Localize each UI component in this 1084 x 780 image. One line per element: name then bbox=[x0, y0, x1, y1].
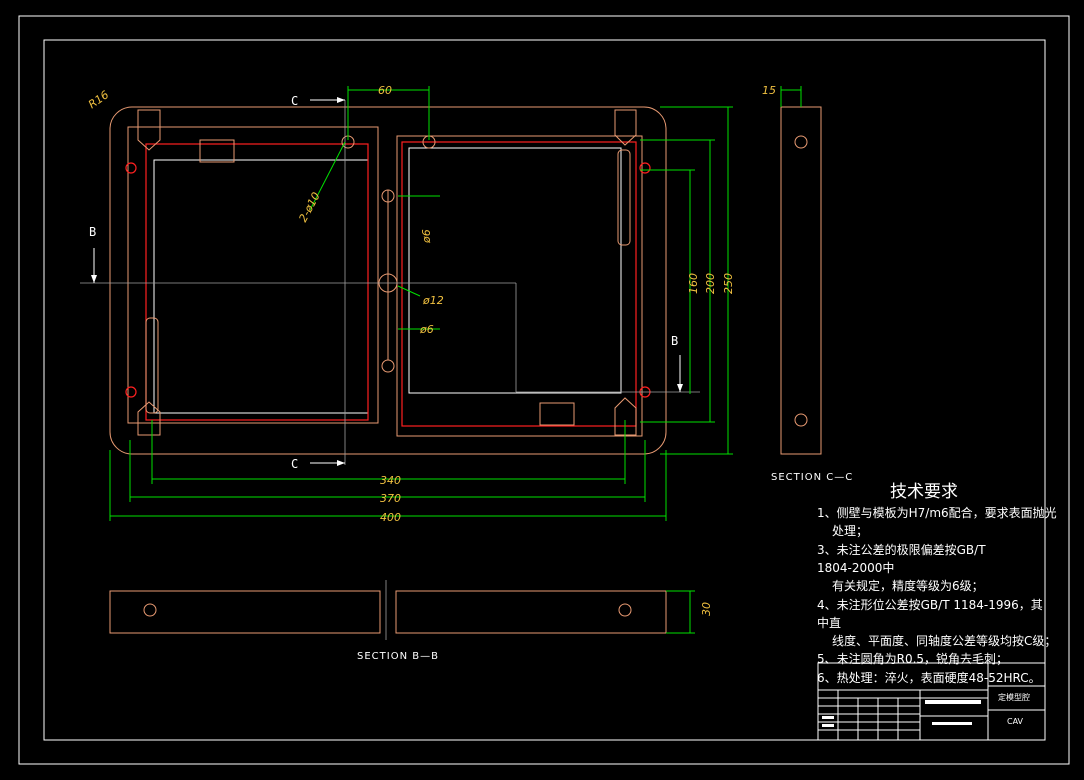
tech-req-line-1: 1、侧壁与模板为H7/m6配合，要求表面抛光 bbox=[817, 505, 1057, 520]
section-b-right: B bbox=[671, 334, 678, 348]
right-cavity-red bbox=[401, 141, 637, 427]
tech-req-line-3: 3、未注公差的极限偏差按GB/T bbox=[817, 542, 986, 557]
technical-requirements: 技术要求 1、侧壁与模板为H7/m6配合，要求表面抛光 处理； 3、未注公差的极… bbox=[817, 482, 1057, 685]
section-b-left: B bbox=[89, 225, 96, 239]
dim-340: 340 bbox=[380, 474, 401, 487]
screw-mark-2 bbox=[125, 386, 137, 398]
dim-radius: R16 bbox=[86, 88, 111, 111]
dim-phi6-lower: ø6 bbox=[419, 323, 434, 336]
tech-req-line-2: 处理； bbox=[832, 524, 868, 538]
corner-post-tr bbox=[614, 109, 637, 146]
tech-req-line-5: 有关规定，精度等级为6级； bbox=[832, 578, 984, 593]
dim-370: 370 bbox=[380, 492, 401, 505]
section-bb-label: SECTION B—B bbox=[357, 651, 439, 662]
section-bb-view: 30 SECTION B—B bbox=[109, 580, 713, 662]
tech-req-title: 技术要求 bbox=[890, 482, 958, 502]
section-bb-left-hatch bbox=[109, 590, 381, 634]
gate-block-right bbox=[539, 402, 575, 426]
corner-post-tl bbox=[137, 109, 161, 151]
dim-15: 15 bbox=[762, 84, 776, 97]
right-cavity-inner bbox=[408, 147, 622, 394]
left-pocket bbox=[127, 126, 379, 424]
tech-req-line-4: 1804-2000中 bbox=[817, 560, 894, 575]
left-cavity-inner bbox=[153, 159, 369, 414]
tech-req-line-8: 线度、平面度、同轴度公差等级均按C级； bbox=[832, 633, 1056, 648]
pin-hole-upper bbox=[381, 189, 395, 203]
dim-phi6-upper: ø6 bbox=[420, 229, 433, 244]
gate-block-left bbox=[199, 139, 235, 163]
section-bb-right-hatch bbox=[395, 590, 667, 634]
screw-mark-3 bbox=[639, 162, 651, 174]
dim-400: 400 bbox=[380, 511, 401, 524]
section-c-top: C bbox=[291, 94, 298, 108]
title-block: 定模型腔 CAV bbox=[817, 662, 1046, 741]
tech-req-line-10: 6、热处理：淬火，表面硬度48-52HRC。 bbox=[817, 670, 1041, 685]
mold-plate-outline bbox=[109, 106, 667, 455]
dim-phi12: ø12 bbox=[422, 294, 444, 307]
tech-req-line-7: 中直 bbox=[817, 615, 841, 630]
slider-left-bottom bbox=[145, 317, 159, 414]
part-name: 定模型腔 bbox=[998, 692, 1030, 702]
slider-right-top bbox=[617, 149, 631, 246]
corner-post-bl bbox=[137, 401, 161, 436]
right-pocket bbox=[396, 135, 643, 437]
section-cc-label: SECTION C—C bbox=[771, 472, 853, 483]
dim-250: 250 bbox=[722, 273, 735, 294]
left-cavity-red bbox=[145, 143, 369, 421]
inner-frame bbox=[43, 39, 1046, 741]
tech-req-line-9: 5、未注圆角为R0.5，锐角去毛刺； bbox=[817, 651, 1008, 666]
corner-post-br bbox=[614, 397, 637, 436]
dim-200: 200 bbox=[704, 273, 717, 294]
tech-req-line-6: 4、未注形位公差按GB/T 1184-1996，其 bbox=[817, 597, 1043, 612]
screw-mark-1 bbox=[125, 162, 137, 174]
dim-60: 60 bbox=[378, 84, 392, 97]
outer-frame bbox=[18, 15, 1070, 765]
main-view: R16 60 2-ø10 ø6 ø12 ø6 160 200 250 340 3… bbox=[80, 84, 735, 524]
logo-text: CAV bbox=[1007, 717, 1024, 726]
dim-160: 160 bbox=[687, 273, 700, 294]
pin-hole-lower bbox=[381, 359, 395, 373]
section-c-bottom: C bbox=[291, 457, 298, 471]
section-cc-view: 15 SECTION C—C bbox=[762, 84, 853, 483]
dim-30: 30 bbox=[700, 602, 713, 616]
section-cc-hatch bbox=[780, 106, 822, 455]
dim-hole-2x10: 2-ø10 bbox=[296, 190, 322, 224]
